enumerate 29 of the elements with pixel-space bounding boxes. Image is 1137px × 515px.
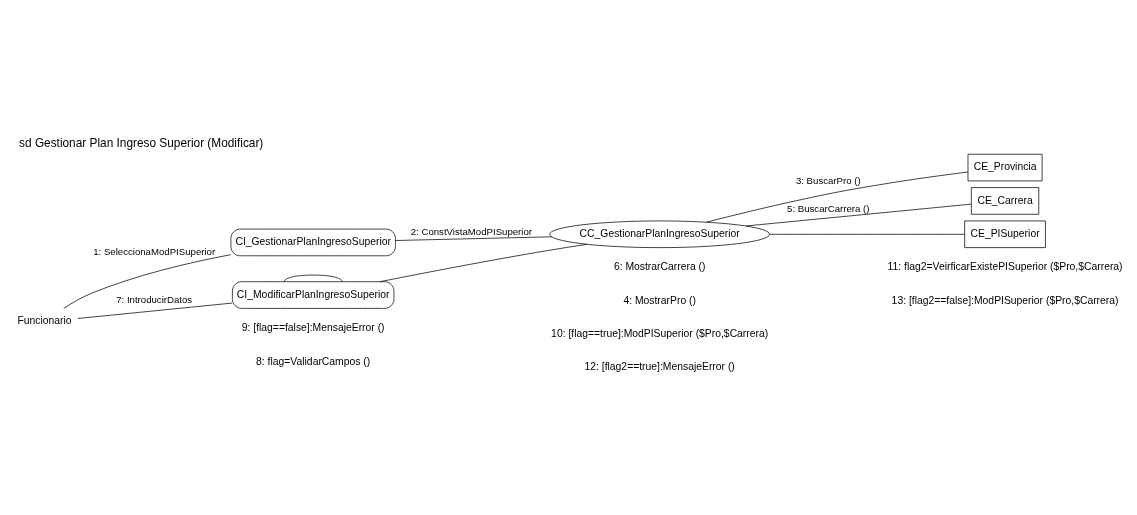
edge-label: 1: SeleccionaModPISuperior: [93, 245, 216, 257]
node-text: Funcionario: [17, 314, 72, 326]
label: 12: [flag2==true]:MensajeError (): [584, 360, 735, 372]
node-ellipse: CC_GestionarPlanIngresoSuperior: [549, 220, 770, 248]
edge-label: 2: ConstVistaModPISuperior: [410, 225, 533, 237]
label: 6: MostrarCarrera (): [613, 260, 706, 272]
connector: [77, 302, 233, 319]
edge-label: 5: BuscarCarrera (): [787, 202, 870, 214]
node-box: CE_Provincia: [967, 153, 1043, 181]
label: 4: MostrarPro (): [623, 294, 696, 306]
label: 9: [flag==false]:MensajeError (): [241, 321, 385, 333]
node-box: CE_Carrera: [970, 186, 1040, 215]
connector: [395, 235, 553, 241]
edge-label: 3: BuscarPro (): [795, 174, 861, 186]
label: 8: flag=ValidarCampos (): [256, 355, 371, 367]
connector: [63, 253, 232, 309]
connector: [379, 243, 588, 282]
node-box: CE_PISuperior: [964, 220, 1046, 248]
connector: [283, 274, 343, 282]
label: 11: flag2=VeirficarExistePISuperior ($Pro,$Carrera): [887, 260, 1123, 272]
label: 10: [flag==true]:ModPISuperior ($Pro,$Carrera): [551, 327, 769, 339]
connector: [706, 171, 969, 223]
node-box: CI_ModificarPlanIngresoSuperior: [232, 280, 395, 309]
connector: [745, 203, 972, 226]
label: 13: [flag2==false]:ModPISuperior ($Pro,$Carrera): [891, 294, 1119, 306]
node-box: CI_GestionarPlanIngresoSuperior: [230, 228, 396, 256]
edge-label: 7: IntroducirDatos: [116, 293, 193, 305]
diagram-title: sd Gestionar Plan Ingreso Superior (Modificar): [19, 135, 264, 150]
connector: [769, 233, 965, 235]
